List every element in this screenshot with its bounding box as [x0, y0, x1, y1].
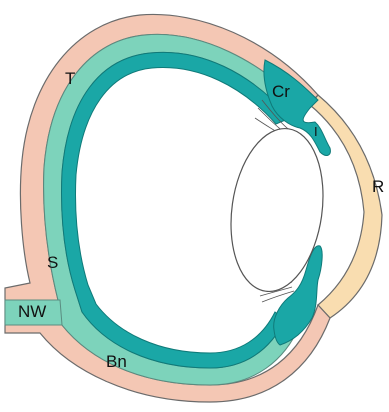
- label-S: S: [47, 253, 58, 272]
- label-I: I: [314, 124, 318, 139]
- label-NW: NW: [18, 302, 46, 321]
- label-T: T: [65, 69, 75, 88]
- label-R: R: [372, 177, 384, 196]
- label-Cr: Cr: [272, 82, 290, 101]
- label-Bn: Bn: [106, 352, 127, 371]
